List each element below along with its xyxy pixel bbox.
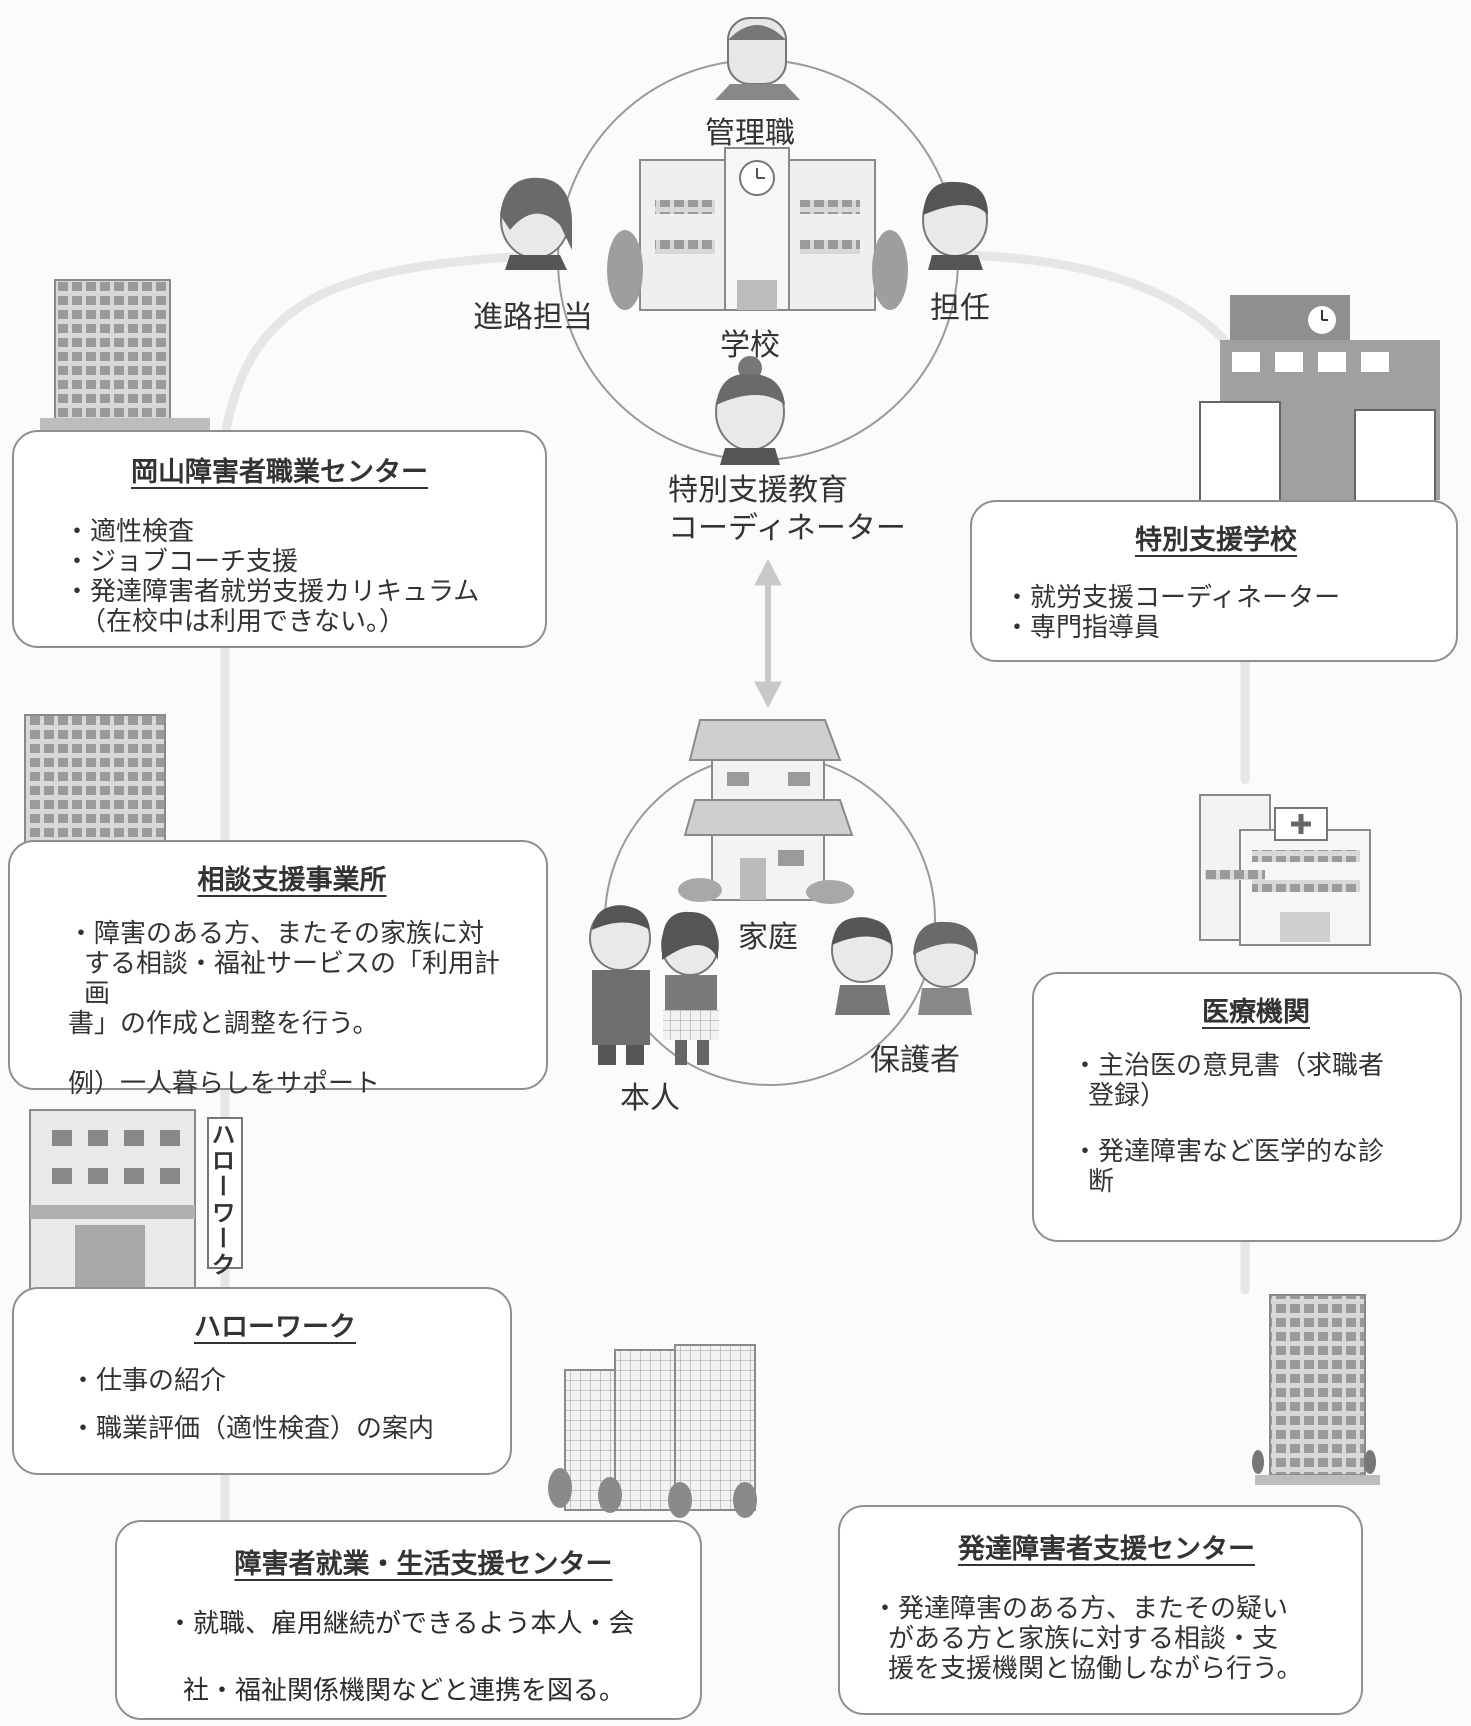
employment-life-center-line: 社・福祉関係機関などと連携を図る。 (183, 1676, 626, 1706)
hospital-building-icon (1199, 794, 1371, 946)
hellowork-box: ハローワーク ・仕事の紹介 ・職業評価（適性検査）の案内 (12, 1287, 512, 1475)
special-school-item: ・専門指導員 (1004, 613, 1161, 643)
hellowork-building-icon (29, 1109, 243, 1301)
hellowork-item: ・仕事の紹介 (70, 1366, 227, 1396)
dev-support-center-title: 発達障害者支援センター (958, 1534, 1255, 1565)
medical-item: 登録） (1088, 1081, 1167, 1111)
employment-life-center-box: 障害者就業・生活支援センター ・就職、雇用継続ができるよう本人・会 社・福祉関係… (115, 1520, 702, 1720)
school-label: 学校 (720, 328, 780, 363)
manager-person-icon (715, 17, 800, 100)
hellowork-item: ・職業評価（適性検査）の案内 (70, 1414, 435, 1444)
medical-title: 医療機関 (1202, 997, 1310, 1028)
special-school-item: ・就労支援コーディネーター (1004, 583, 1341, 613)
okayama-center-title: 岡山障害者職業センター (131, 457, 428, 488)
coordinator-label-1: 特別支援教育 (668, 473, 848, 508)
medical-item: ・主治医の意見書（求職者 (1072, 1051, 1385, 1081)
okayama-item: ・発達障害者就労支援カリキュラム (64, 577, 480, 607)
self-label: 本人 (620, 1081, 680, 1116)
okayama-item: ・ジョブコーチ支援 (64, 547, 299, 577)
consultation-example: 例）一人暮らしをサポート (68, 1069, 381, 1099)
consultation-item: ・障害のある方、またその家族に対 (68, 919, 485, 949)
home-house-icon (678, 719, 854, 904)
office-towers-icon (548, 1344, 757, 1518)
employment-life-center-line: ・就職、雇用継続ができるよう本人・会 (167, 1609, 635, 1639)
student-self-icon (589, 905, 719, 1065)
career-teacher-icon (500, 177, 572, 270)
hellowork-title: ハローワーク (194, 1312, 356, 1343)
coordinator-label-2: コーディネーター (668, 511, 906, 546)
dev-support-item: 援を支援機関と協働しながら行う。 (888, 1654, 1303, 1684)
office-building-icon (40, 279, 210, 430)
okayama-center-box: 岡山障害者職業センター ・適性検査 ・ジョブコーチ支援 ・発達障害者就労支援カリ… (12, 430, 547, 648)
medical-box: 医療機関 ・主治医の意見書（求職者 登録） ・発達障害など医学的な診 断 (1032, 972, 1462, 1242)
homeroom-label: 担任 (930, 291, 990, 326)
dev-support-center-box: 発達障害者支援センター ・発達障害のある方、またその疑い がある方と家族に対する… (838, 1505, 1363, 1715)
special-school-title: 特別支援学校 (1135, 525, 1297, 556)
consultation-item: する相談・福祉サービスの「利用計画 (84, 949, 501, 1009)
okayama-item: ・適性検査 (64, 517, 195, 547)
management-label: 管理職 (705, 116, 795, 151)
guardian-label: 保護者 (870, 1043, 960, 1078)
consultation-office-title: 相談支援事業所 (197, 865, 387, 896)
dev-support-item: がある方と家族に対する相談・支 (888, 1624, 1279, 1654)
career-guidance-label: 進路担当 (473, 300, 593, 335)
homeroom-teacher-icon (922, 181, 988, 270)
medical-item: 断 (1088, 1167, 1115, 1197)
double-arrow-icon (754, 558, 782, 709)
tower-building-icon (1252, 1294, 1380, 1485)
coordinator-teacher-icon (715, 356, 785, 465)
guardian-icon (831, 917, 978, 1015)
okayama-item: （在校中は利用できない。） (80, 607, 406, 637)
consultation-item: 書」の作成と調整を行う。 (68, 1009, 379, 1039)
school-building-icon (607, 147, 908, 311)
employment-life-center-title: 障害者就業・生活支援センター (234, 1549, 613, 1580)
hellowork-sign: ハローワーク (207, 1122, 235, 1278)
apartment-building-icon (24, 714, 166, 851)
home-label: 家庭 (738, 920, 798, 955)
medical-item: ・発達障害など医学的な診 (1072, 1137, 1385, 1167)
dev-support-item: ・発達障害のある方、またその疑い (872, 1594, 1289, 1624)
consultation-office-box: 相談支援事業所 ・障害のある方、またその家族に対 する相談・福祉サービスの「利用… (8, 840, 548, 1099)
special-school-building-icon (1199, 295, 1440, 506)
special-school-box: 特別支援学校 ・就労支援コーディネーター ・専門指導員 (970, 500, 1458, 662)
